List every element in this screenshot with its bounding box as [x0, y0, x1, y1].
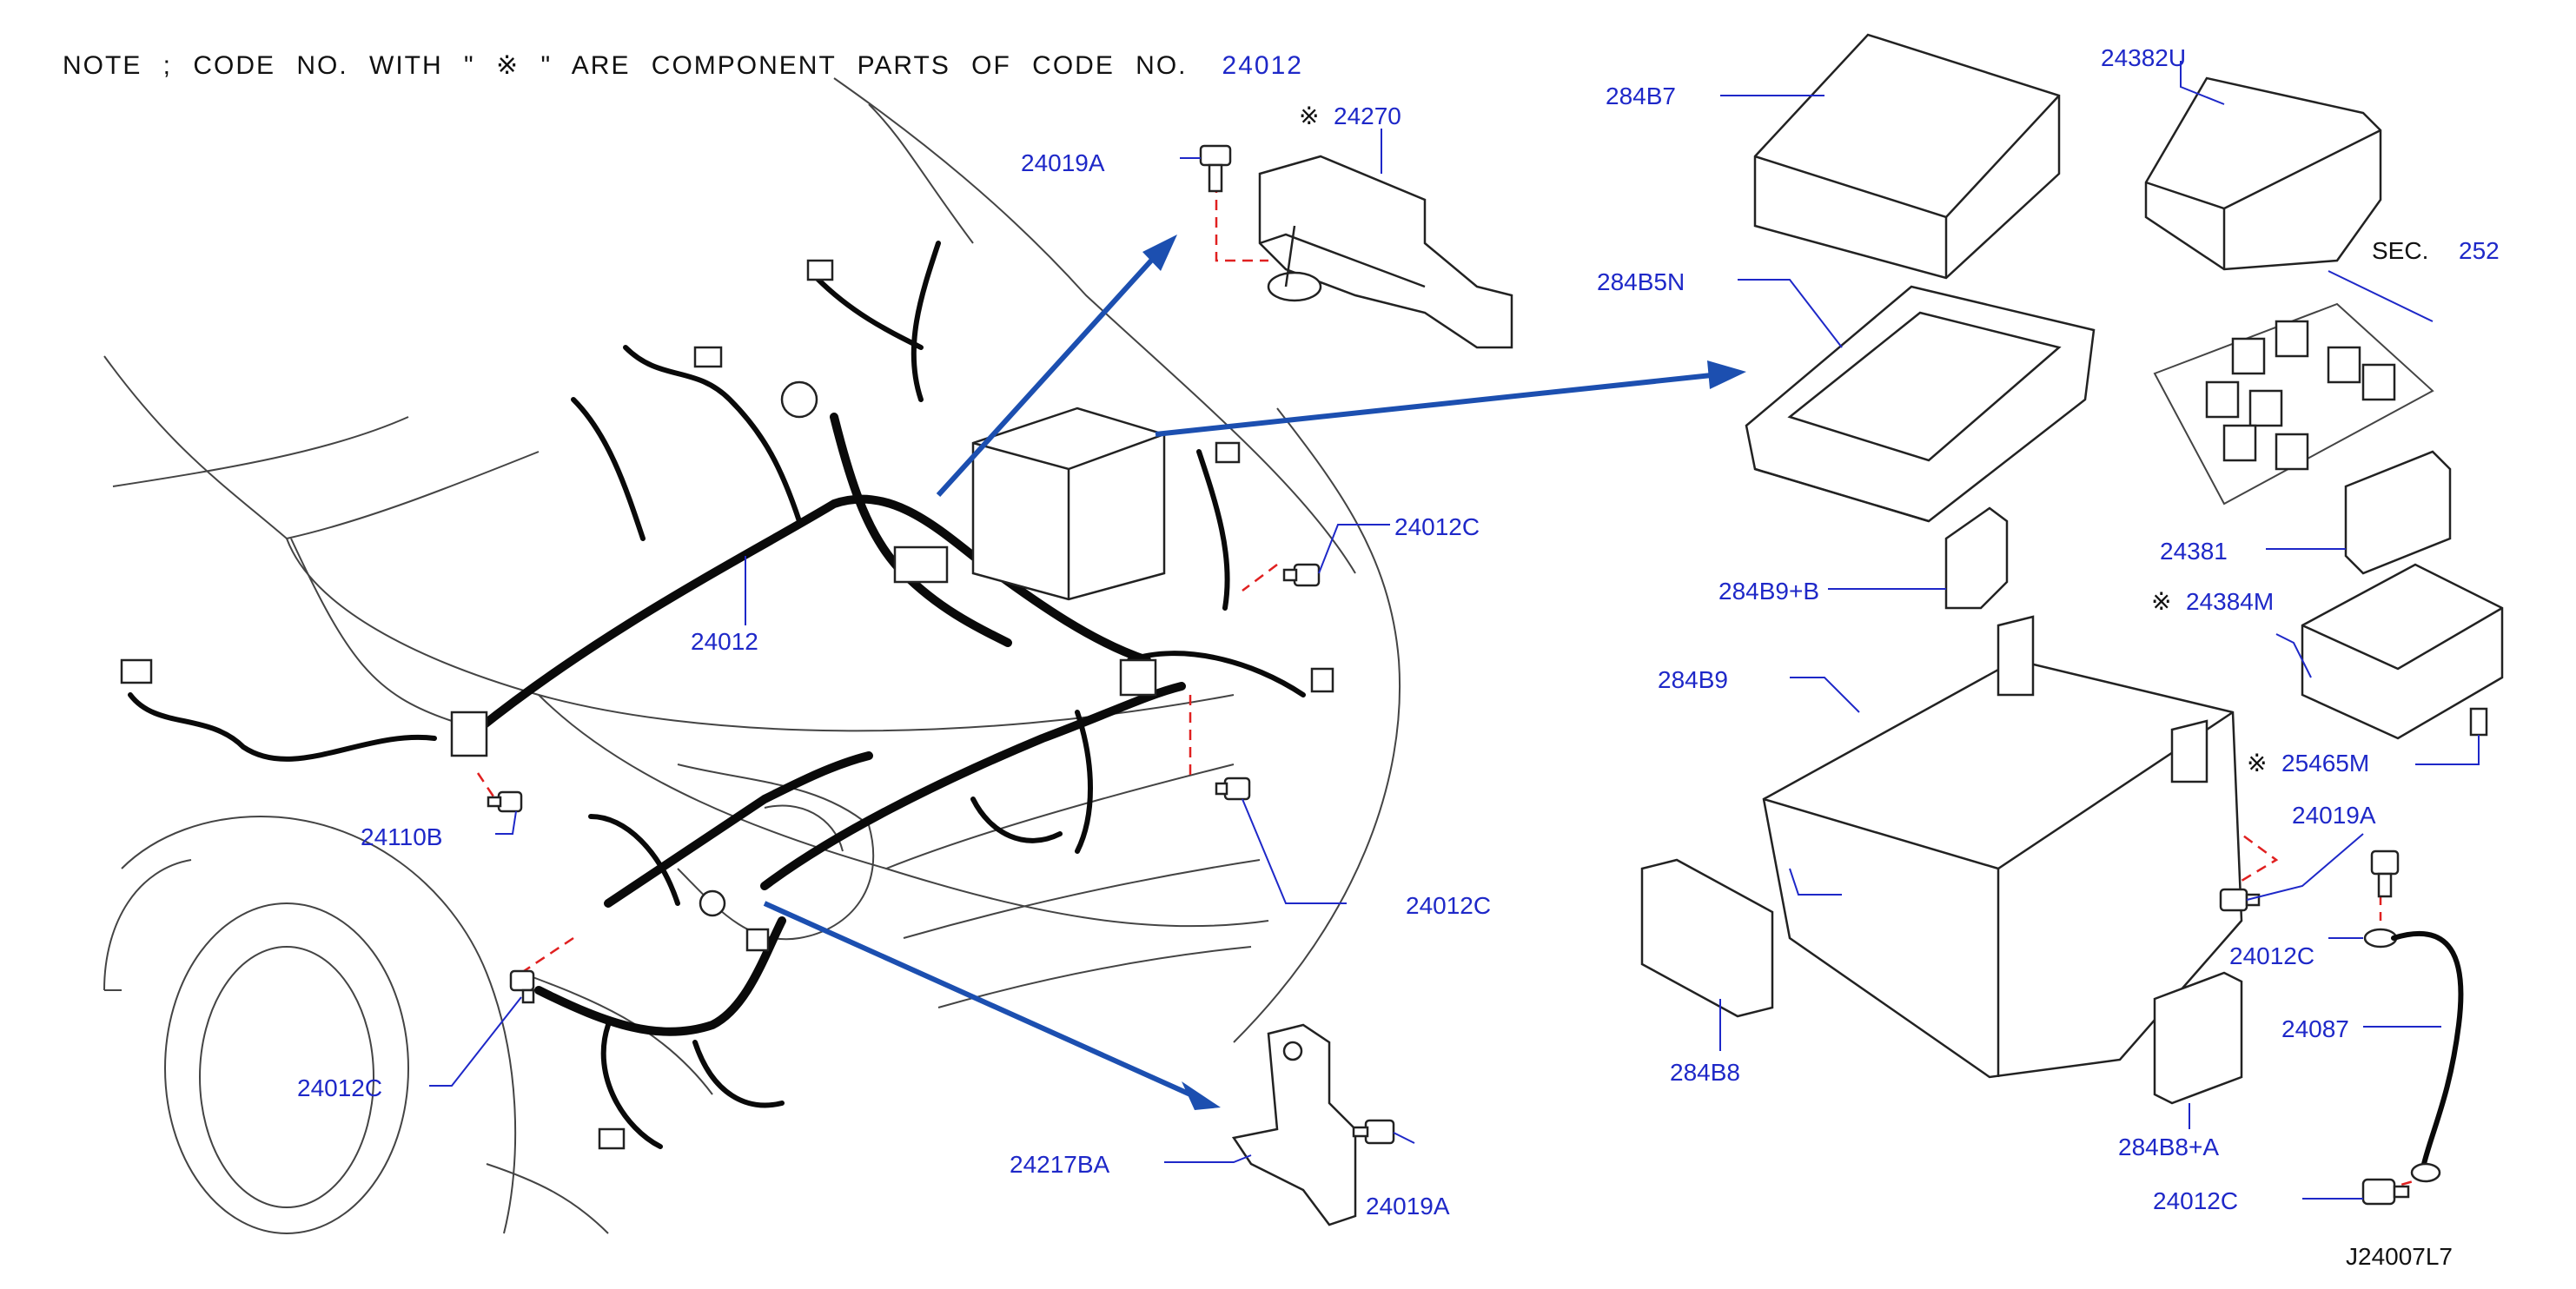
cover-284b9b: [1944, 506, 2009, 610]
label-24012c-r1: 24012C: [1394, 513, 1480, 540]
reference-arrows: [763, 235, 1746, 1110]
label-284b5n: 284B5N: [1597, 268, 1685, 295]
label-24012: 24012: [691, 628, 758, 655]
label-284b8a: 284B8+A: [2118, 1134, 2219, 1160]
label-284b9b: 284B9+B: [1718, 578, 1819, 605]
engine-room-relay-box: [971, 407, 1166, 601]
bolt-24019a-top: [1199, 144, 1232, 193]
label-284b9: 284B9: [1658, 666, 1728, 693]
label-24087: 24087: [2281, 1015, 2349, 1042]
label-24012c-r3: 24012C: [2229, 942, 2314, 969]
bolt-24012c-left: [509, 969, 535, 1004]
bolt-24019a-bottom: [1352, 1119, 1395, 1145]
bolt-24110b: [487, 790, 523, 813]
component-mark-24270: ※: [1299, 102, 1319, 129]
bolt-24012c-r2: [1215, 777, 1251, 801]
component-mark-24384m: ※: [2151, 588, 2171, 615]
bolt-24012c-r1: [1282, 563, 1321, 587]
ground-cable-24087: [2363, 928, 2464, 1183]
component-mark-25465m: ※: [2247, 750, 2267, 777]
label-24012c-r2: 24012C: [1406, 892, 1491, 919]
label-284b8: 284B8: [1670, 1059, 1740, 1086]
label-24019a-top: 24019A: [1021, 149, 1105, 176]
label-252: 252: [2459, 237, 2500, 264]
part-labels: ※ 24270 24019A 24012 24012C 24110B 24012…: [297, 44, 2500, 1270]
label-24019a-bottom: 24019A: [1366, 1193, 1450, 1220]
label-24381: 24381: [2160, 538, 2228, 565]
wiring-harness: [128, 241, 1306, 1149]
block-24384m: [2301, 563, 2504, 740]
cover-24382u: [2144, 76, 2382, 271]
frame-284b5n: [1745, 285, 2096, 523]
label-24019a-right: 24019A: [2292, 802, 2376, 829]
label-24217ba: 24217BA: [1010, 1151, 1110, 1178]
label-284b7: 284B7: [1606, 83, 1676, 109]
cover-284b7: [1753, 33, 2061, 280]
diagram-id: J24007L7: [2346, 1243, 2453, 1270]
box-284b9: [1762, 615, 2243, 1079]
label-24270: 24270: [1334, 102, 1401, 129]
label-25465m: 25465M: [2281, 750, 2369, 777]
label-24012c-left: 24012C: [297, 1074, 382, 1101]
label-24110b: 24110B: [361, 823, 442, 850]
label-sec: SEC.: [2372, 237, 2428, 264]
fuse-25465m: [2469, 707, 2488, 737]
note-body: NOTE ; CODE NO. WITH " ※ " ARE COMPONENT…: [63, 51, 1188, 80]
block-24381: [2344, 450, 2452, 575]
relay-group-252: [2153, 302, 2434, 506]
bolt-24012c-r4: [2361, 1178, 2410, 1206]
cover-284b8a: [2153, 971, 2243, 1105]
bracket-24270: [1258, 155, 1513, 349]
label-24382u: 24382U: [2101, 44, 2186, 71]
note-code: 24012: [1222, 51, 1303, 80]
leader-lines: [429, 61, 2480, 1200]
bolt-24012c-r3: [2219, 888, 2261, 912]
harness-connectors: [120, 259, 1334, 1150]
bracket-24217ba: [1231, 1023, 1357, 1226]
label-24384m: 24384M: [2186, 588, 2274, 615]
bolt-24019a-right: [2370, 849, 2400, 898]
label-24012c-r4: 24012C: [2153, 1187, 2238, 1214]
cover-284b8: [1640, 858, 1774, 1018]
note-text: NOTE ; CODE NO. WITH " ※ " ARE COMPONENT…: [63, 50, 1303, 81]
